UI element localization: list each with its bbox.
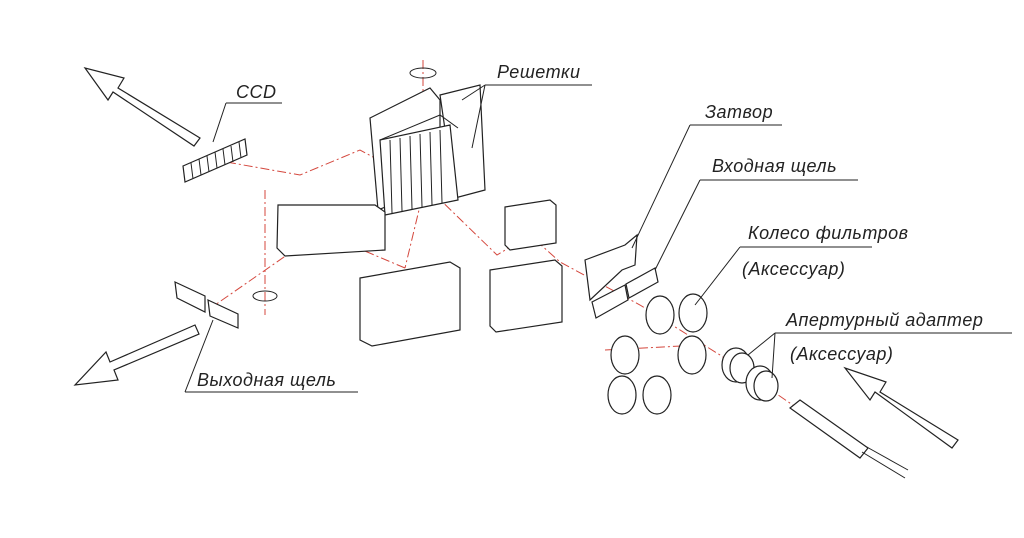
label-aperture-adapter-note: (Аксессуар) (790, 344, 893, 364)
aperture-adapter (721, 347, 779, 402)
exit-slit (174, 280, 239, 329)
label-entrance-slit: Входная щель (712, 156, 837, 176)
ccd-detector (182, 138, 248, 183)
label-ccd: CCD (236, 82, 277, 102)
mirrors (252, 199, 563, 347)
shutter-and-entrance-slit (584, 233, 659, 319)
output-arrow-exit-icon (73, 324, 200, 386)
output-arrow-ccd-icon (83, 67, 201, 147)
label-exit-slit: Выходная щель (197, 370, 336, 390)
label-shutter: Затвор (705, 102, 773, 122)
gratings-turret (369, 67, 486, 216)
leader-lines (184, 84, 1012, 393)
label-filter-wheel-note: (Аксессуар) (742, 259, 845, 279)
label-filter-wheel: Колесо фильтров (748, 223, 909, 243)
input-arrow-icon (843, 366, 959, 449)
filter-wheel (607, 293, 708, 415)
fiber-connector (789, 399, 909, 479)
label-gratings: Решетки (497, 62, 581, 82)
rotation-icon (252, 290, 278, 302)
rotation-icon (409, 67, 437, 79)
label-aperture-adapter: Апертурный адаптер (785, 310, 983, 330)
